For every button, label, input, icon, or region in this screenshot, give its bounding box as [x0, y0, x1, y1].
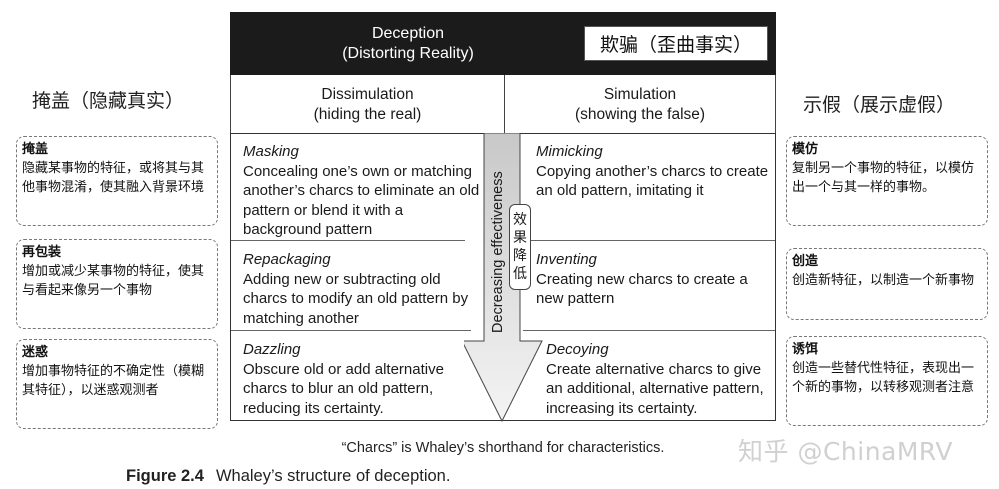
- cell-text: Concealing one’s own or matching another…: [243, 162, 480, 239]
- note-mimicking-zh: 模仿 复制另一个事物的特征，以模仿出一个与其一样的事物。: [786, 136, 988, 226]
- column-heading-right-line2: (showing the false): [574, 106, 706, 123]
- note-title: 掩盖: [22, 142, 49, 157]
- cell-text: Creating new charcs to create a new patt…: [536, 270, 748, 308]
- note-title: 诱饵: [792, 342, 819, 357]
- cell-text: Adding new or subtracting old charcs to …: [243, 270, 469, 327]
- header-title-line1: Deception: [371, 24, 445, 42]
- column-headings: Dissimulation (hiding the real) Simulati…: [230, 75, 776, 133]
- column-heading-left-line2: (hiding the real): [313, 106, 422, 123]
- column-heading-right-line1: Simulation: [603, 86, 677, 103]
- row-divider: [231, 330, 471, 331]
- header-title: Deception (Distorting Reality): [230, 12, 586, 75]
- watermark: 知乎 @ChinaMRV: [738, 437, 954, 466]
- row-divider: [523, 240, 775, 241]
- cell-text: Copying another’s charcs to create an ol…: [536, 162, 769, 200]
- header-title-line2: (Distorting Reality): [342, 44, 474, 62]
- figure-caption: Figure 2.4 Whaley’s structure of deceptio…: [126, 467, 450, 486]
- column-heading-simulation: Simulation (showing the false): [505, 85, 775, 125]
- figure-caption-text: Whaley’s structure of deception.: [215, 467, 451, 485]
- note-title: 再包装: [22, 245, 62, 260]
- cell-title: Mimicking: [536, 143, 603, 160]
- note-text: 增加或减少某事物的特征，使其与看起来像另一个事物: [22, 264, 205, 298]
- note-text: 复制另一个事物的特征，以模仿出一个与其一样的事物。: [792, 161, 975, 195]
- cell-title: Masking: [243, 143, 299, 160]
- cell-dazzling: Dazzling Obscure old or add alternative …: [243, 340, 479, 418]
- note-decoying-zh: 诱饵 创造一些替代性特征，表现出一个新的事物，以转移观测者注意: [786, 336, 988, 426]
- figure-number: Figure 2.4: [126, 467, 204, 485]
- left-side-heading: 掩盖（隐藏真实）: [32, 90, 185, 112]
- arrow-zh-char: 效: [513, 212, 527, 228]
- cell-title: Repackaging: [243, 251, 331, 268]
- cell-title: Dazzling: [243, 341, 301, 358]
- header-title-zh: 欺骗（歪曲事实）: [584, 26, 768, 61]
- cell-text: Create alternative charcs to give an add…: [546, 360, 764, 417]
- arrow-label-zh: 效 果 降 低: [509, 204, 531, 290]
- note-inventing-zh: 创造 创造新特征，以制造一个新事物: [786, 248, 988, 320]
- cell-repackaging: Repackaging Adding new or subtracting ol…: [243, 250, 475, 328]
- cell-decoying: Decoying Create alternative charcs to gi…: [546, 340, 774, 418]
- deception-grid: Masking Concealing one’s own or matching…: [230, 133, 776, 421]
- cell-masking: Masking Concealing one’s own or matching…: [243, 142, 483, 240]
- decreasing-effectiveness-arrow: [464, 133, 543, 423]
- note-text: 创造新特征，以制造一个新事物: [792, 273, 975, 288]
- arrow-zh-char: 降: [513, 248, 527, 264]
- note-title: 模仿: [792, 142, 819, 157]
- row-divider: [523, 330, 775, 331]
- cell-mimicking: Mimicking Copying another’s charcs to cr…: [536, 142, 776, 201]
- cell-text: Obscure old or add alternative charcs to…: [243, 360, 444, 417]
- cell-inventing: Inventing Creating new charcs to create …: [536, 250, 766, 309]
- note-title: 迷惑: [22, 345, 49, 360]
- row-divider: [231, 240, 465, 241]
- note-dazzling-zh: 迷惑 增加事物特征的不确定性（模糊其特征），以迷惑观测者: [16, 339, 218, 429]
- column-divider: [504, 75, 505, 133]
- diagram-header: Deception (Distorting Reality) 欺骗（歪曲事实）: [230, 12, 776, 75]
- note-title: 创造: [792, 254, 819, 269]
- cell-title: Decoying: [546, 341, 609, 358]
- arrow-zh-char: 低: [513, 266, 527, 282]
- note-masking-zh: 掩盖 隐藏某事物的特征，或将其与其他事物混淆，使其融入背景环境: [16, 136, 218, 226]
- arrow-label: Decreasing effectiveness: [490, 171, 506, 333]
- note-text: 创造一些替代性特征，表现出一个新的事物，以转移观测者注意: [792, 361, 975, 395]
- column-heading-dissimulation: Dissimulation (hiding the real): [231, 85, 504, 125]
- note-text: 隐藏某事物的特征，或将其与其他事物混淆，使其融入背景环境: [22, 161, 205, 195]
- footnote: “Charcs” is Whaley’s shorthand for chara…: [341, 440, 665, 456]
- column-heading-left-line1: Dissimulation: [321, 86, 414, 103]
- note-repackaging-zh: 再包装 增加或减少某事物的特征，使其与看起来像另一个事物: [16, 239, 218, 329]
- note-text: 增加事物特征的不确定性（模糊其特征），以迷惑观测者: [22, 364, 205, 398]
- cell-title: Inventing: [536, 251, 597, 268]
- right-side-heading: 示假（展示虚假）: [803, 94, 956, 116]
- arrow-zh-char: 果: [513, 230, 527, 246]
